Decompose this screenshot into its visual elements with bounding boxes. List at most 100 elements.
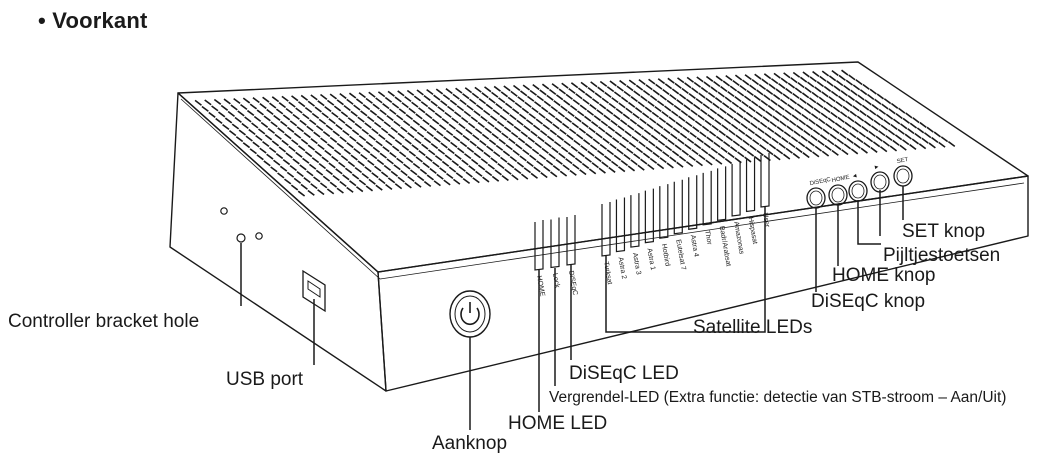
vent-slot [490, 157, 498, 164]
vent-slot [657, 139, 666, 146]
vent-slot [516, 161, 525, 168]
vent-slot [681, 149, 689, 156]
vent-slot [928, 142, 936, 149]
status-led [534, 220, 544, 271]
vent-slot [547, 111, 556, 119]
vent-slot [473, 110, 481, 117]
vent-slot [285, 107, 293, 115]
vent-slot [274, 133, 282, 140]
vent-slot [809, 97, 817, 104]
vent-slot [362, 147, 371, 154]
vent-slot [505, 102, 513, 109]
vent-slot [682, 126, 690, 133]
vent-slot [408, 150, 416, 157]
usb-port [302, 269, 326, 313]
vent-slot [440, 142, 448, 149]
vent-slot [660, 133, 668, 140]
vent-slot [452, 135, 461, 142]
vent-slot [732, 79, 740, 87]
vent-slot [482, 176, 490, 183]
vent-slot [314, 106, 322, 113]
vent-slot [201, 105, 209, 112]
vent-slot [483, 109, 491, 116]
vent-slot [353, 147, 361, 155]
vent-slot [735, 134, 743, 141]
vent-slot [612, 137, 620, 144]
vent-slot [266, 108, 274, 116]
vent-slot [423, 137, 432, 144]
vent-slot [555, 158, 563, 165]
vent-slot [507, 96, 516, 103]
vent-slot [303, 132, 311, 139]
vent-slot [697, 114, 705, 121]
vent-slot [309, 119, 317, 126]
vent-slot [585, 133, 594, 140]
vent-slot [668, 116, 676, 123]
vent-slot [793, 130, 801, 137]
vent-slot [503, 126, 512, 133]
vent-slot [492, 109, 501, 116]
vent-slot [290, 184, 299, 191]
vent-slot [450, 141, 458, 148]
vent-slot [804, 86, 812, 93]
satellite-led [702, 170, 712, 226]
vent-slot [385, 139, 393, 146]
vent-slot [583, 115, 592, 122]
vent-slot [289, 165, 297, 172]
vent-slot [619, 142, 627, 149]
vent-slot [339, 93, 347, 100]
vent-slot [280, 120, 288, 127]
vent-slot [830, 111, 838, 118]
vent-slot [760, 99, 769, 107]
vent-slot [382, 103, 390, 110]
vent-slot [579, 104, 588, 111]
vent-slot [324, 105, 332, 113]
vent-slot [601, 97, 609, 104]
vent-slot [383, 164, 392, 171]
vent-slot [630, 159, 638, 166]
vent-slot [722, 80, 731, 87]
vent-slot [759, 121, 768, 128]
vent-slot [275, 108, 284, 115]
vent-slot [783, 72, 791, 79]
vent-slot [824, 144, 832, 151]
vent-slot [343, 148, 351, 155]
vent-slot [860, 147, 868, 154]
vent-slot [625, 107, 633, 114]
vent-slot [841, 69, 849, 76]
vent-slot [620, 159, 629, 167]
vent-slot [469, 98, 477, 105]
vent-slot [559, 170, 568, 177]
vent-slot [234, 116, 242, 123]
label-diseqc-knop: DiSEqC knop [811, 291, 926, 312]
vent-slot [759, 144, 767, 151]
vent-slot [856, 115, 865, 122]
vent-slot [799, 76, 808, 83]
vent-slot [895, 113, 903, 120]
vent-slot [385, 183, 393, 190]
vent-slot [649, 117, 657, 124]
vent-slot [346, 142, 354, 149]
vent-slot [371, 128, 379, 135]
vent-slot [306, 125, 314, 132]
vent-slot [831, 70, 839, 77]
vent-slot [675, 121, 683, 128]
vent-slot [569, 169, 577, 176]
vent-slot [785, 147, 793, 154]
vent-slot [802, 152, 810, 159]
vent-slot [321, 112, 329, 119]
vent-slot [542, 123, 550, 131]
vent-slot [452, 93, 460, 100]
vent-slot [626, 147, 634, 154]
vent-slot [317, 143, 325, 151]
vent-slot [434, 112, 443, 119]
vent-slot [325, 168, 333, 176]
vent-slot [754, 73, 762, 80]
vent-slot [805, 124, 814, 131]
vent-slot [707, 91, 716, 99]
vent-slot [741, 101, 749, 108]
vent-slot [459, 141, 468, 148]
vent-slot [411, 144, 419, 151]
vent-slot [410, 169, 418, 176]
vent-slot [529, 154, 537, 161]
